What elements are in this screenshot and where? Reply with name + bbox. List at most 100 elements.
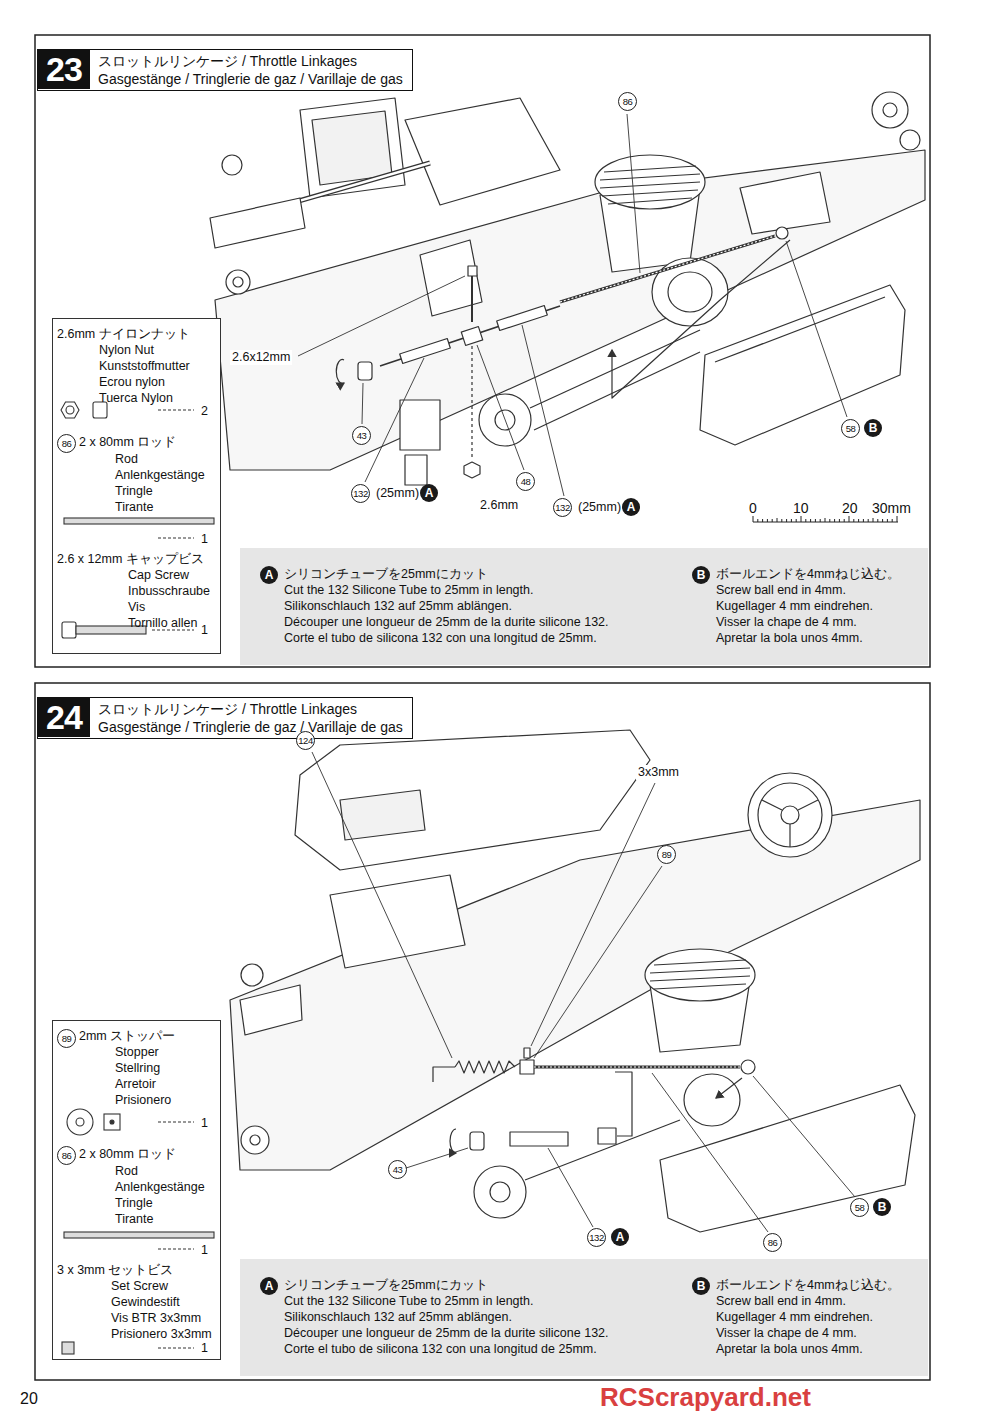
note-text: Silikonschlauch 132 auf 25mm ablängen. — [284, 1310, 512, 1325]
parts-list: 2.6mmナイロンナットNylon NutKunststoffmutterEcr… — [52, 318, 221, 654]
note-text: Silikonschlauch 132 auf 25mm ablängen. — [284, 599, 512, 614]
part-name: 2 x 80mm ロッド — [79, 1147, 176, 1162]
part-name: Anlenkgestänge — [115, 1180, 205, 1195]
step-number: 23 — [38, 50, 90, 89]
callout-number: 132 — [553, 498, 572, 517]
part-name: Tornillo allen — [128, 616, 197, 631]
part-name: 2.6 x 12mm キャップビス — [57, 552, 204, 567]
part-quantity: 1 — [201, 532, 208, 547]
note-letter: A — [622, 498, 640, 516]
note-text: Cut the 132 Silicone Tube to 25mm in len… — [284, 583, 533, 598]
part-name: 2mm ストッパー — [79, 1029, 175, 1044]
callout-number: 86 — [763, 1233, 782, 1252]
part-name: Arretoir — [115, 1077, 156, 1092]
part-name: Rod — [115, 452, 138, 467]
part-number: 86 — [57, 434, 76, 453]
dimension-label: (25mm) — [374, 486, 421, 501]
note-text: Visser la chape de 4 mm. — [716, 615, 857, 630]
part-name: 2 x 80mm ロッド — [79, 435, 176, 450]
parts-list: 892mm ストッパーStopperStellringArretoirPrisi… — [52, 1020, 221, 1360]
step-title: スロットルリンケージ / Throttle Linkages — [98, 53, 357, 70]
note-letter: A — [260, 1277, 278, 1295]
note-text: ボールエンドを4mmねじ込む。 — [716, 1278, 900, 1293]
note-letter: A — [260, 566, 278, 584]
part-quantity: 1 — [201, 1116, 208, 1131]
callout-number: 43 — [388, 1160, 407, 1179]
callout-number: 86 — [618, 92, 637, 111]
note-text: Visser la chape de 4 mm. — [716, 1326, 857, 1341]
part-name: Tirante — [115, 500, 153, 515]
step-header: 24スロットルリンケージ / Throttle LinkagesGasgestä… — [37, 697, 413, 739]
note-letter: B — [692, 566, 710, 584]
step-title: Gasgestänge / Tringlerie de gaz / Varill… — [98, 719, 403, 736]
callout-number: 89 — [657, 845, 676, 864]
note-text: ボールエンドを4mmねじ込む。 — [716, 567, 900, 582]
dimension-label: 2.6mm — [478, 498, 520, 513]
part-name: Vis BTR 3x3mm — [111, 1311, 201, 1326]
note-text: Corte el tubo de silicona 132 con una lo… — [284, 1342, 597, 1357]
part-quantity: 2 — [201, 404, 208, 419]
part-quantity: 1 — [201, 623, 208, 638]
watermark: RCScrapyard.net — [600, 1383, 811, 1411]
part-name: Stopper — [115, 1045, 159, 1060]
note-letter: B — [873, 1198, 891, 1216]
note-text: Cut the 132 Silicone Tube to 25mm in len… — [284, 1294, 533, 1309]
scale-label: 0 — [749, 500, 757, 516]
part-name: ナイロンナット — [99, 327, 190, 342]
callout-number: 132 — [587, 1228, 606, 1247]
part-name: Tringle — [115, 484, 153, 499]
note-text: Kugellager 4 mm eindrehen. — [716, 599, 873, 614]
callout-number: 58 — [841, 419, 860, 438]
part-quantity: 1 — [201, 1243, 208, 1258]
dimension-label: 2.6x12mm — [230, 350, 292, 365]
note-text: Kugellager 4 mm eindrehen. — [716, 1310, 873, 1325]
part-number: 89 — [57, 1029, 76, 1048]
note-text: Découper une longueur de 25mm de la duri… — [284, 615, 609, 630]
part-name: Rod — [115, 1164, 138, 1179]
part-name: Anlenkgestänge — [115, 468, 205, 483]
part-name: Prisionero 3x3mm — [111, 1327, 212, 1342]
note-text: Apretar la bola unos 4mm. — [716, 1342, 863, 1357]
note-text: シリコンチューブを25mmにカット — [284, 567, 488, 582]
callout-number: 132 — [351, 484, 370, 503]
part-name: Prisionero — [115, 1093, 171, 1108]
part-name: Cap Screw — [128, 568, 189, 583]
page-number: 20 — [20, 1390, 38, 1408]
part-name: Kunststoffmutter — [99, 359, 190, 374]
note-text: Corte el tubo de silicona 132 con una lo… — [284, 631, 597, 646]
callout-number: 48 — [516, 472, 535, 491]
scale-label: 30mm — [872, 500, 911, 516]
note-letter: B — [864, 419, 882, 437]
note-text: Apretar la bola unos 4mm. — [716, 631, 863, 646]
callout-number: 43 — [352, 426, 371, 445]
step-number: 24 — [38, 698, 90, 737]
note-text: Screw ball end in 4mm. — [716, 583, 846, 598]
note-panel: A シリコンチューブを25mmにカットCut the 132 Silicone T… — [240, 1259, 928, 1376]
scale-label: 20 — [842, 500, 858, 516]
callout-number: 58 — [850, 1198, 869, 1217]
part-name: Ecrou nylon — [99, 375, 165, 390]
part-name: 3 x 3mm セットビス — [57, 1263, 173, 1278]
part-size: 2.6mm — [57, 327, 95, 342]
note-panel: A シリコンチューブを25mmにカットCut the 132 Silicone T… — [240, 548, 928, 665]
part-name: Tringle — [115, 1196, 153, 1211]
note-letter: A — [611, 1228, 629, 1246]
note-text: Découper une longueur de 25mm de la duri… — [284, 1326, 609, 1341]
step-header: 23 スロットルリンケージ / Throttle LinkagesGasgestä… — [37, 49, 413, 91]
part-name: Tirante — [115, 1212, 153, 1227]
part-name: Inbusschraube — [128, 584, 210, 599]
part-name: Stellring — [115, 1061, 160, 1076]
part-name: Set Screw — [111, 1279, 168, 1294]
callout-number: 124 — [296, 731, 315, 750]
step-title: Gasgestänge / Tringlerie de gaz / Varill… — [98, 71, 403, 88]
note-text: Screw ball end in 4mm. — [716, 1294, 846, 1309]
dimension-label: 3x3mm — [636, 765, 681, 780]
note-letter: B — [692, 1277, 710, 1295]
part-name: Vis — [128, 600, 145, 615]
part-name: Tuerca Nylon — [99, 391, 173, 406]
part-name: Gewindestift — [111, 1295, 180, 1310]
note-text: シリコンチューブを25mmにカット — [284, 1278, 488, 1293]
part-number: 86 — [57, 1146, 76, 1165]
scale-label: 10 — [793, 500, 809, 516]
